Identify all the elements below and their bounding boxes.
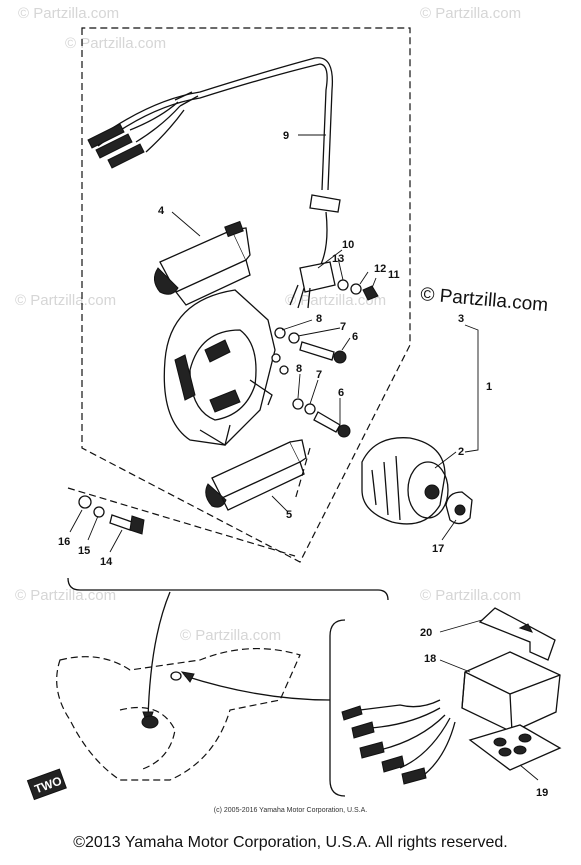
callout-19: 19 bbox=[536, 787, 548, 799]
inset-bracket bbox=[329, 619, 346, 797]
callout-11: 11 bbox=[388, 269, 400, 281]
callout-6-upper: 6 bbox=[352, 331, 358, 343]
pickup-coil bbox=[205, 439, 307, 511]
motorcycle-silhouette bbox=[56, 647, 331, 781]
callout-16: 16 bbox=[58, 536, 70, 548]
callout-8-upper: 8 bbox=[316, 313, 322, 325]
assembly-1-bracket bbox=[464, 324, 479, 453]
flywheel-nut bbox=[445, 491, 473, 525]
watermark-text: © Partzilla.com bbox=[18, 5, 119, 22]
ignition-coil bbox=[154, 220, 251, 306]
bracket-arrow-line bbox=[147, 591, 171, 721]
callout-5: 5 bbox=[286, 509, 292, 521]
callout-1: 1 bbox=[486, 381, 492, 393]
watermark-group: © Partzilla.com © Partzilla.com © Partzi… bbox=[15, 5, 521, 644]
cdi-rubber-pad bbox=[468, 724, 562, 771]
callout-2: 2 bbox=[458, 446, 464, 458]
callout-6-lower: 6 bbox=[338, 387, 344, 399]
screw-set-lower bbox=[292, 398, 351, 438]
credit-line: (c) 2005-2016 Yamaha Motor Corporation, … bbox=[213, 807, 368, 814]
cdi-unit bbox=[341, 651, 561, 785]
stator-plate bbox=[163, 289, 289, 447]
copyright-notice: ©2013 Yamaha Motor Corporation, U.S.A. A… bbox=[73, 834, 508, 851]
washer-12 bbox=[350, 283, 362, 295]
callout-3: 3 bbox=[458, 313, 464, 325]
callout-17: 17 bbox=[432, 543, 444, 555]
washer-13 bbox=[337, 279, 349, 291]
two-tag: TWO bbox=[26, 768, 67, 801]
callout-9: 9 bbox=[283, 130, 289, 142]
callout-8-lower: 8 bbox=[296, 363, 302, 375]
cdi-mount-bracket bbox=[478, 607, 556, 661]
callout-10: 10 bbox=[342, 239, 354, 251]
callout-7-upper: 7 bbox=[340, 321, 346, 333]
callout-12: 12 bbox=[374, 263, 386, 275]
callout-18: 18 bbox=[424, 653, 436, 665]
screw-11 bbox=[362, 285, 379, 301]
callout-labels: 9 4 10 13 12 11 8 7 6 8 7 6 3 1 2 5 17 1… bbox=[58, 130, 548, 799]
screw-set-upper bbox=[274, 327, 347, 364]
callout-20: 20 bbox=[420, 627, 432, 639]
brand-watermark: © Partzilla.com bbox=[420, 284, 549, 316]
dashed-leader bbox=[67, 487, 296, 557]
callout-4: 4 bbox=[158, 205, 165, 217]
watermark-text: © Partzilla.com bbox=[180, 627, 281, 644]
washer-15 bbox=[93, 506, 105, 518]
callout-14: 14 bbox=[100, 556, 113, 568]
flywheel-rotor bbox=[361, 437, 449, 525]
watermark-text: © Partzilla.com bbox=[15, 587, 116, 604]
callout-7-lower: 7 bbox=[316, 369, 322, 381]
watermark-text: © Partzilla.com bbox=[65, 35, 166, 52]
bolt-14 bbox=[109, 514, 145, 535]
watermark-text: © Partzilla.com bbox=[420, 587, 521, 604]
watermark-text: © Partzilla.com bbox=[420, 5, 521, 22]
watermark-text: © Partzilla.com bbox=[15, 292, 116, 309]
leader-lines bbox=[69, 134, 539, 781]
washer-16 bbox=[78, 495, 92, 509]
callout-15: 15 bbox=[78, 545, 90, 557]
watermark-text: © Partzilla.com bbox=[285, 292, 386, 309]
wire-clamp bbox=[289, 261, 336, 309]
callout-13: 13 bbox=[332, 253, 344, 265]
assembly-dashed-outline bbox=[81, 27, 411, 563]
assembly-bracket bbox=[67, 577, 389, 601]
wire-harness bbox=[87, 57, 341, 271]
